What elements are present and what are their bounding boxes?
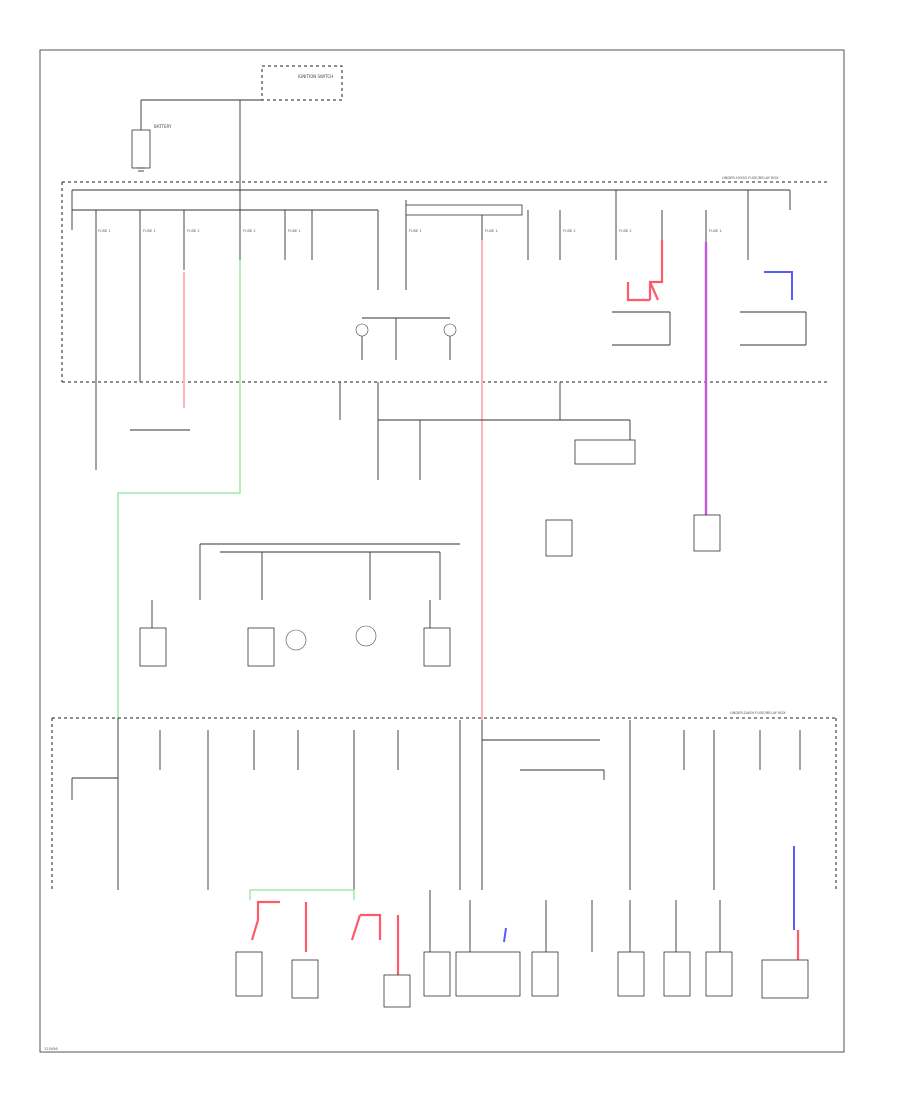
top-right-relay-a [612,311,671,346]
fuse-label-7: FUSE 1 [485,229,498,233]
wire-blue-top [764,271,793,300]
under-hood-fuses [95,188,791,382]
wire-red-bottom-c [350,913,400,975]
fuse-label-4: FUSE 1 [243,229,256,233]
wire-red-bottom-a [250,900,280,941]
under-hood-fuse-box [61,181,828,383]
under-dash-box-label: UNDER-DASH FUSE/RELAY BOX [730,711,786,715]
fuse-label-9: FUSE 1 [619,229,632,233]
diagram-frame [39,49,845,1053]
battery-label: BATTERY [154,124,172,129]
under-dash-fuses [71,718,801,890]
battery-symbol [131,110,151,172]
fuse-label-10: FUSE 1 [709,229,722,233]
fuse-label-6: FUSE 1 [409,229,422,233]
fuse-label-2: FUSE 1 [143,229,156,233]
top-relay-cluster [355,317,457,360]
ignition-switch-label: IGNITION SWITCH [298,74,333,79]
diagram-code: 125456 [44,1047,58,1051]
fuse-label-8: FUSE 1 [563,229,576,233]
ignition-switch [140,65,343,110]
top-right-relay-b [740,311,807,346]
under-dash-fuse-box [51,717,837,890]
fuse-label-5: FUSE 1 [288,229,301,233]
wire-blue-small [503,927,507,943]
wire-red-relay [626,240,664,302]
mid-components [95,382,721,667]
fuse-labels-top: FUSE 1 FUSE 1 FUSE 1 FUSE 1 FUSE 1 FUSE … [98,229,722,233]
fuse-label-3: FUSE 1 [187,229,200,233]
bottom-components [235,890,809,1008]
wire-green [117,260,241,720]
under-hood-box-label: UNDER-HOOD FUSE/RELAY BOX [722,176,779,180]
fuse-label-1: FUSE 1 [98,229,111,233]
wire-green-bottom [249,889,355,900]
